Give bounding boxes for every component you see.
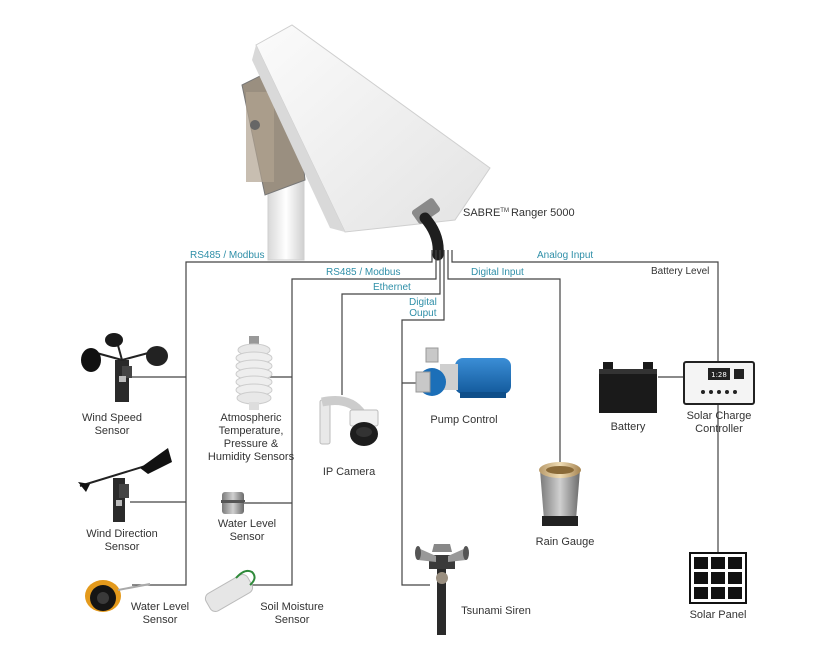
battery-level-label: Battery Level: [651, 266, 710, 277]
wind-direction-sensor-label: Wind Direction Sensor: [86, 528, 158, 553]
soil-moisture-sensor-label: Soil Moisture Sensor: [260, 601, 324, 626]
solar-charge-controller-icon: 1:28: [683, 361, 755, 405]
water-level-sensor-2-icon: [221, 492, 262, 514]
rain-gauge-icon: [539, 462, 581, 526]
device-model: Ranger 5000: [510, 207, 575, 219]
digital-input-label: Digital Input: [471, 267, 524, 278]
water-level-sensor-1-icon: [85, 580, 151, 612]
sabre-ranger-device: [241, 24, 491, 261]
water-level-sensor-2-label: Water Level Sensor: [217, 518, 277, 543]
solar-charge-controller-label: Solar Charge Controller: [686, 410, 752, 435]
digital-output-label: Digital Ouput: [409, 297, 437, 319]
trademark-mark: TM: [500, 208, 509, 214]
pump-control-icon: [415, 347, 511, 398]
wiring: [130, 250, 719, 586]
solar-panel-icon: [689, 552, 747, 604]
ip-camera-label: IP Camera: [322, 466, 376, 478]
tsunami-siren-icon: [415, 544, 469, 635]
controller-display-text: 1:28: [711, 371, 727, 379]
tsunami-siren-label: Tsunami Siren: [461, 605, 531, 617]
rs485-modbus-label-1: RS485 / Modbus: [190, 250, 265, 261]
ethernet-label: Ethernet: [373, 282, 411, 293]
atmospheric-sensor-icon: [235, 336, 273, 410]
battery-icon: [599, 362, 657, 413]
soil-moisture-sensor-icon: [204, 569, 256, 612]
wind-speed-sensor-icon: [81, 333, 168, 402]
wind-speed-sensor-label: Wind Speed Sensor: [82, 412, 142, 437]
pump-control-label: Pump Control: [430, 414, 498, 426]
analog-input-label: Analog Input: [537, 250, 594, 261]
atmospheric-sensor-label: Atmospheric Temperature, Pressure & Humi…: [207, 412, 295, 463]
device-name: SABRE: [463, 207, 501, 219]
water-level-sensor-1-label: Water Level Sensor: [130, 601, 190, 626]
rain-gauge-label: Rain Gauge: [535, 536, 595, 548]
wind-direction-sensor-icon: [78, 448, 172, 522]
rs485-modbus-label-2: RS485 / Modbus: [326, 267, 401, 278]
battery-label: Battery: [610, 421, 646, 433]
ip-camera-icon: [319, 396, 379, 446]
solar-panel-label: Solar Panel: [689, 609, 747, 621]
